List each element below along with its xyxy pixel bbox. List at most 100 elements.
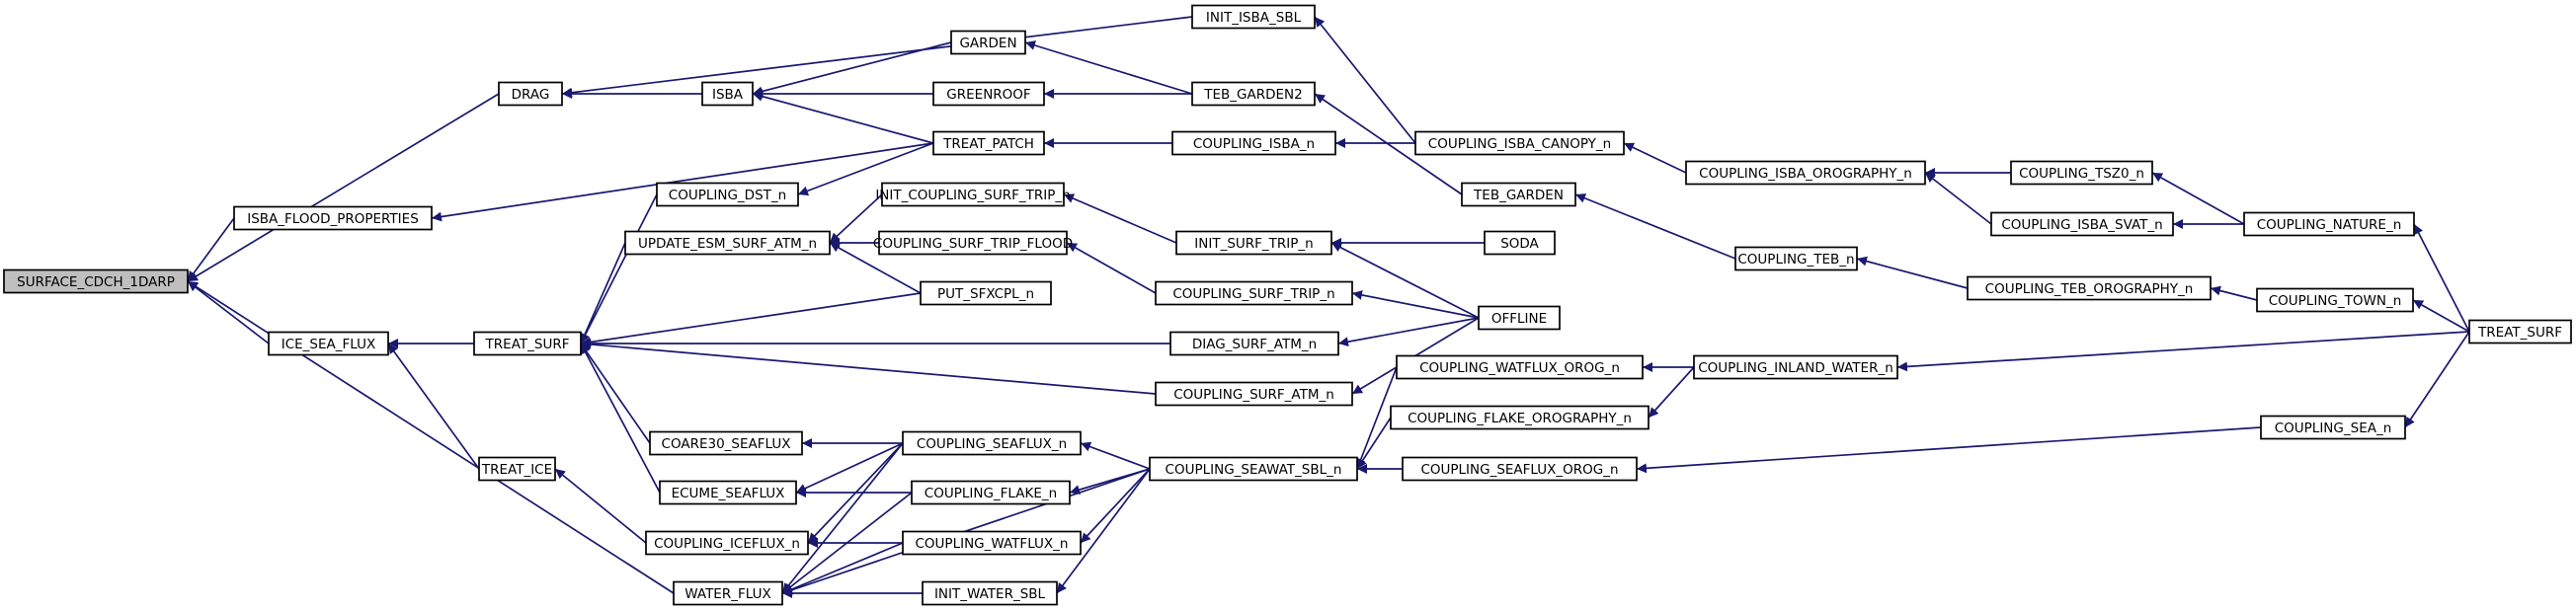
node-box	[1390, 405, 1650, 430]
edge-treat-surf-final-to-coupling-inland-water-n	[1896, 331, 2470, 372]
edge-offline-to-init-surf-trip-n	[1330, 242, 1480, 319]
node-coupling-town-n[interactable]: COUPLING_TOWN_n	[2256, 287, 2414, 313]
node-label: COUPLING_TSZ0_n	[2019, 166, 2144, 182]
node-isba[interactable]: ISBA	[701, 81, 754, 107]
node-offline[interactable]: OFFLINE	[1478, 305, 1561, 331]
edge-treat-surf-final-to-coupling-town-n	[2412, 299, 2470, 333]
node-coupling-surf-trip-flood[interactable]: COUPLING_SURF_TRIP_FLOOD	[873, 230, 1073, 256]
node-coupling-sea-n[interactable]: COUPLING_SEA_n	[2260, 415, 2406, 440]
node-init-isba-sbl[interactable]: INIT_ISBA_SBL	[1191, 4, 1316, 30]
node-box	[1191, 4, 1316, 30]
node-treat-ice[interactable]: TREAT_ICE	[478, 456, 556, 482]
node-label: COUPLING_SEAFLUX_n	[917, 436, 1067, 452]
node-label: COUPLING_SEAFLUX_OROG_n	[1420, 462, 1618, 478]
node-init-coupling-surf-trip-n[interactable]: INIT_COUPLING_SURF_TRIP_n	[875, 182, 1071, 207]
edge-coupling-watflux-orog-n-to-coupling-seawat-sbl-n	[1355, 366, 1398, 470]
node-box	[3, 268, 189, 294]
node-coupling-iceflux-n[interactable]: COUPLING_ICEFLUX_n	[645, 530, 809, 556]
node-ice-sea-flux[interactable]: ICE_SEA_FLUX	[268, 331, 389, 356]
edge-coupling-inland-water-n-to-coupling-flake-orography-n	[1648, 366, 1695, 419]
node-init-water-sbl[interactable]: INIT_WATER_SBL	[922, 580, 1058, 606]
node-coupling-seaflux-n[interactable]: COUPLING_SEAFLUX_n	[902, 430, 1082, 456]
edge-init-surf-trip-n-to-init-coupling-surf-trip-n	[1063, 193, 1177, 244]
node-coupling-nature-n[interactable]: COUPLING_NATURE_n	[2243, 211, 2415, 237]
node-coupling-surf-atm-n[interactable]: COUPLING_SURF_ATM_n	[1155, 381, 1353, 407]
node-label: COUPLING_TEB_OROGRAPHY_n	[1985, 281, 2194, 297]
node-coupling-dst-n[interactable]: COUPLING_DST_n	[656, 182, 799, 207]
node-label: WATER_FLUX	[684, 586, 770, 602]
edge-ecume-seaflux-to-treat-surf	[580, 343, 661, 494]
node-soda[interactable]: SODA	[1484, 230, 1556, 256]
node-box	[1402, 456, 1638, 482]
node-surface-cdch-1darp[interactable]: SURFACE_CDCH_1DARP	[3, 268, 189, 294]
edge-teb-garden-to-teb-garden2	[1314, 93, 1463, 195]
edge-coupling-flake-orography-n-to-coupling-seawat-sbl-n	[1356, 417, 1392, 470]
node-coupling-teb-orography-n[interactable]: COUPLING_TEB_OROGRAPHY_n	[1967, 275, 2212, 301]
node-label: TREAT_ICE	[481, 462, 552, 478]
node-drag[interactable]: DRAG	[498, 81, 563, 107]
node-coupling-isba-orography-n[interactable]: COUPLING_ISBA_OROGRAPHY_n	[1685, 160, 1926, 186]
node-box	[268, 331, 389, 356]
edge-coupling-isba-orography-n-to-coupling-isba-canopy-n	[1623, 142, 1687, 174]
node-coupling-seaflux-orog-n[interactable]: COUPLING_SEAFLUX_OROG_n	[1402, 456, 1638, 482]
node-label: COUPLING_ISBA_OROGRAPHY_n	[1699, 166, 1912, 182]
node-treat-surf[interactable]: TREAT_SURF	[473, 331, 582, 356]
node-treat-surf-final[interactable]: TREAT_SURF	[2468, 319, 2572, 344]
node-box	[673, 580, 783, 606]
node-coupling-tsz0-n[interactable]: COUPLING_TSZ0_n	[2010, 160, 2153, 186]
node-coupling-isba-n[interactable]: COUPLING_ISBA_n	[1171, 130, 1336, 156]
node-box	[701, 81, 754, 107]
node-ecume-seaflux[interactable]: ECUME_SEAFLUX	[659, 480, 797, 505]
node-label: TREAT_SURF	[2477, 325, 2562, 341]
edge-init-coupling-surf-trip-n-to-update-esm-surf-atm-n	[829, 193, 883, 244]
node-coupling-flake-orography-n[interactable]: COUPLING_FLAKE_OROGRAPHY_n	[1390, 405, 1650, 430]
edge-coupling-seawat-sbl-n-to-init-water-sbl	[1056, 468, 1151, 594]
edge-water-flux-to-surface-cdch-1darp	[187, 280, 675, 594]
edge-coupling-teb-orography-n-to-coupling-teb-n	[1856, 256, 1969, 289]
node-label: DIAG_SURF_ATM_n	[1192, 337, 1317, 352]
node-coupling-surf-trip-n[interactable]: COUPLING_SURF_TRIP_n	[1155, 280, 1353, 306]
node-coare30-seaflux[interactable]: COARE30_SEAFLUX	[649, 430, 803, 456]
node-treat-patch[interactable]: TREAT_PATCH	[932, 130, 1045, 156]
node-water-flux[interactable]: WATER_FLUX	[673, 580, 783, 606]
edge-coupling-sea-n-to-coupling-seaflux-orog-n	[1636, 426, 2262, 474]
edge-update-esm-surf-atm-n-to-treat-surf	[580, 242, 626, 344]
node-coupling-teb-n[interactable]: COUPLING_TEB_n	[1734, 246, 1858, 271]
node-diag-surf-atm-n[interactable]: DIAG_SURF_ATM_n	[1169, 331, 1339, 356]
edge-put-sfxcpl-n-to-update-esm-surf-atm-n	[829, 242, 922, 294]
node-teb-garden2[interactable]: TEB_GARDEN2	[1191, 81, 1316, 107]
node-box	[881, 182, 1065, 207]
node-label: ISBA	[712, 87, 744, 103]
node-box	[1191, 81, 1316, 107]
edge-coupling-town-n-to-coupling-teb-orography-n	[2210, 285, 2258, 301]
node-label: ECUME_SEAFLUX	[672, 486, 785, 501]
node-box	[656, 182, 799, 207]
call-edges	[187, 16, 2470, 598]
node-update-esm-surf-atm-n[interactable]: UPDATE_ESM_SURF_ATM_n	[624, 230, 831, 256]
node-box	[878, 230, 1068, 256]
node-box	[1175, 230, 1332, 256]
node-label: COUPLING_ISBA_SVAT_n	[2001, 217, 2162, 233]
node-coupling-seawat-sbl-n[interactable]: COUPLING_SEAWAT_SBL_n	[1149, 456, 1358, 482]
node-coupling-watflux-n[interactable]: COUPLING_WATFLUX_n	[902, 530, 1082, 556]
node-label: COARE30_SEAFLUX	[662, 436, 791, 452]
node-label: COUPLING_WATFLUX_OROG_n	[1419, 360, 1620, 376]
node-box	[1967, 275, 2212, 301]
node-init-surf-trip-n[interactable]: INIT_SURF_TRIP_n	[1175, 230, 1332, 256]
node-teb-garden[interactable]: TEB_GARDEN	[1461, 182, 1576, 207]
node-coupling-flake-n[interactable]: COUPLING_FLAKE_n	[911, 480, 1071, 505]
node-greenroof[interactable]: GREENROOF	[932, 81, 1045, 107]
node-garden[interactable]: GARDEN	[950, 30, 1026, 55]
edge-treat-surf-final-to-coupling-sea-n	[2404, 331, 2470, 428]
node-box	[2010, 160, 2153, 186]
node-isba-flood-properties[interactable]: ISBA_FLOOD_PROPERTIES	[233, 205, 433, 231]
node-coupling-inland-water-n[interactable]: COUPLING_INLAND_WATER_n	[1693, 354, 1898, 380]
node-put-sfxcpl-n[interactable]: PUT_SFXCPL_n	[920, 280, 1052, 306]
node-box	[659, 480, 797, 505]
node-coupling-isba-svat-n[interactable]: COUPLING_ISBA_SVAT_n	[1990, 211, 2174, 237]
node-label: COUPLING_FLAKE_n	[925, 486, 1057, 501]
edge-coupling-seawat-sbl-n-to-coupling-watflux-n	[1080, 468, 1151, 544]
node-coupling-watflux-orog-n[interactable]: COUPLING_WATFLUX_OROG_n	[1396, 354, 1644, 380]
node-coupling-isba-canopy-n[interactable]: COUPLING_ISBA_CANOPY_n	[1414, 130, 1625, 156]
node-box	[1169, 331, 1339, 356]
